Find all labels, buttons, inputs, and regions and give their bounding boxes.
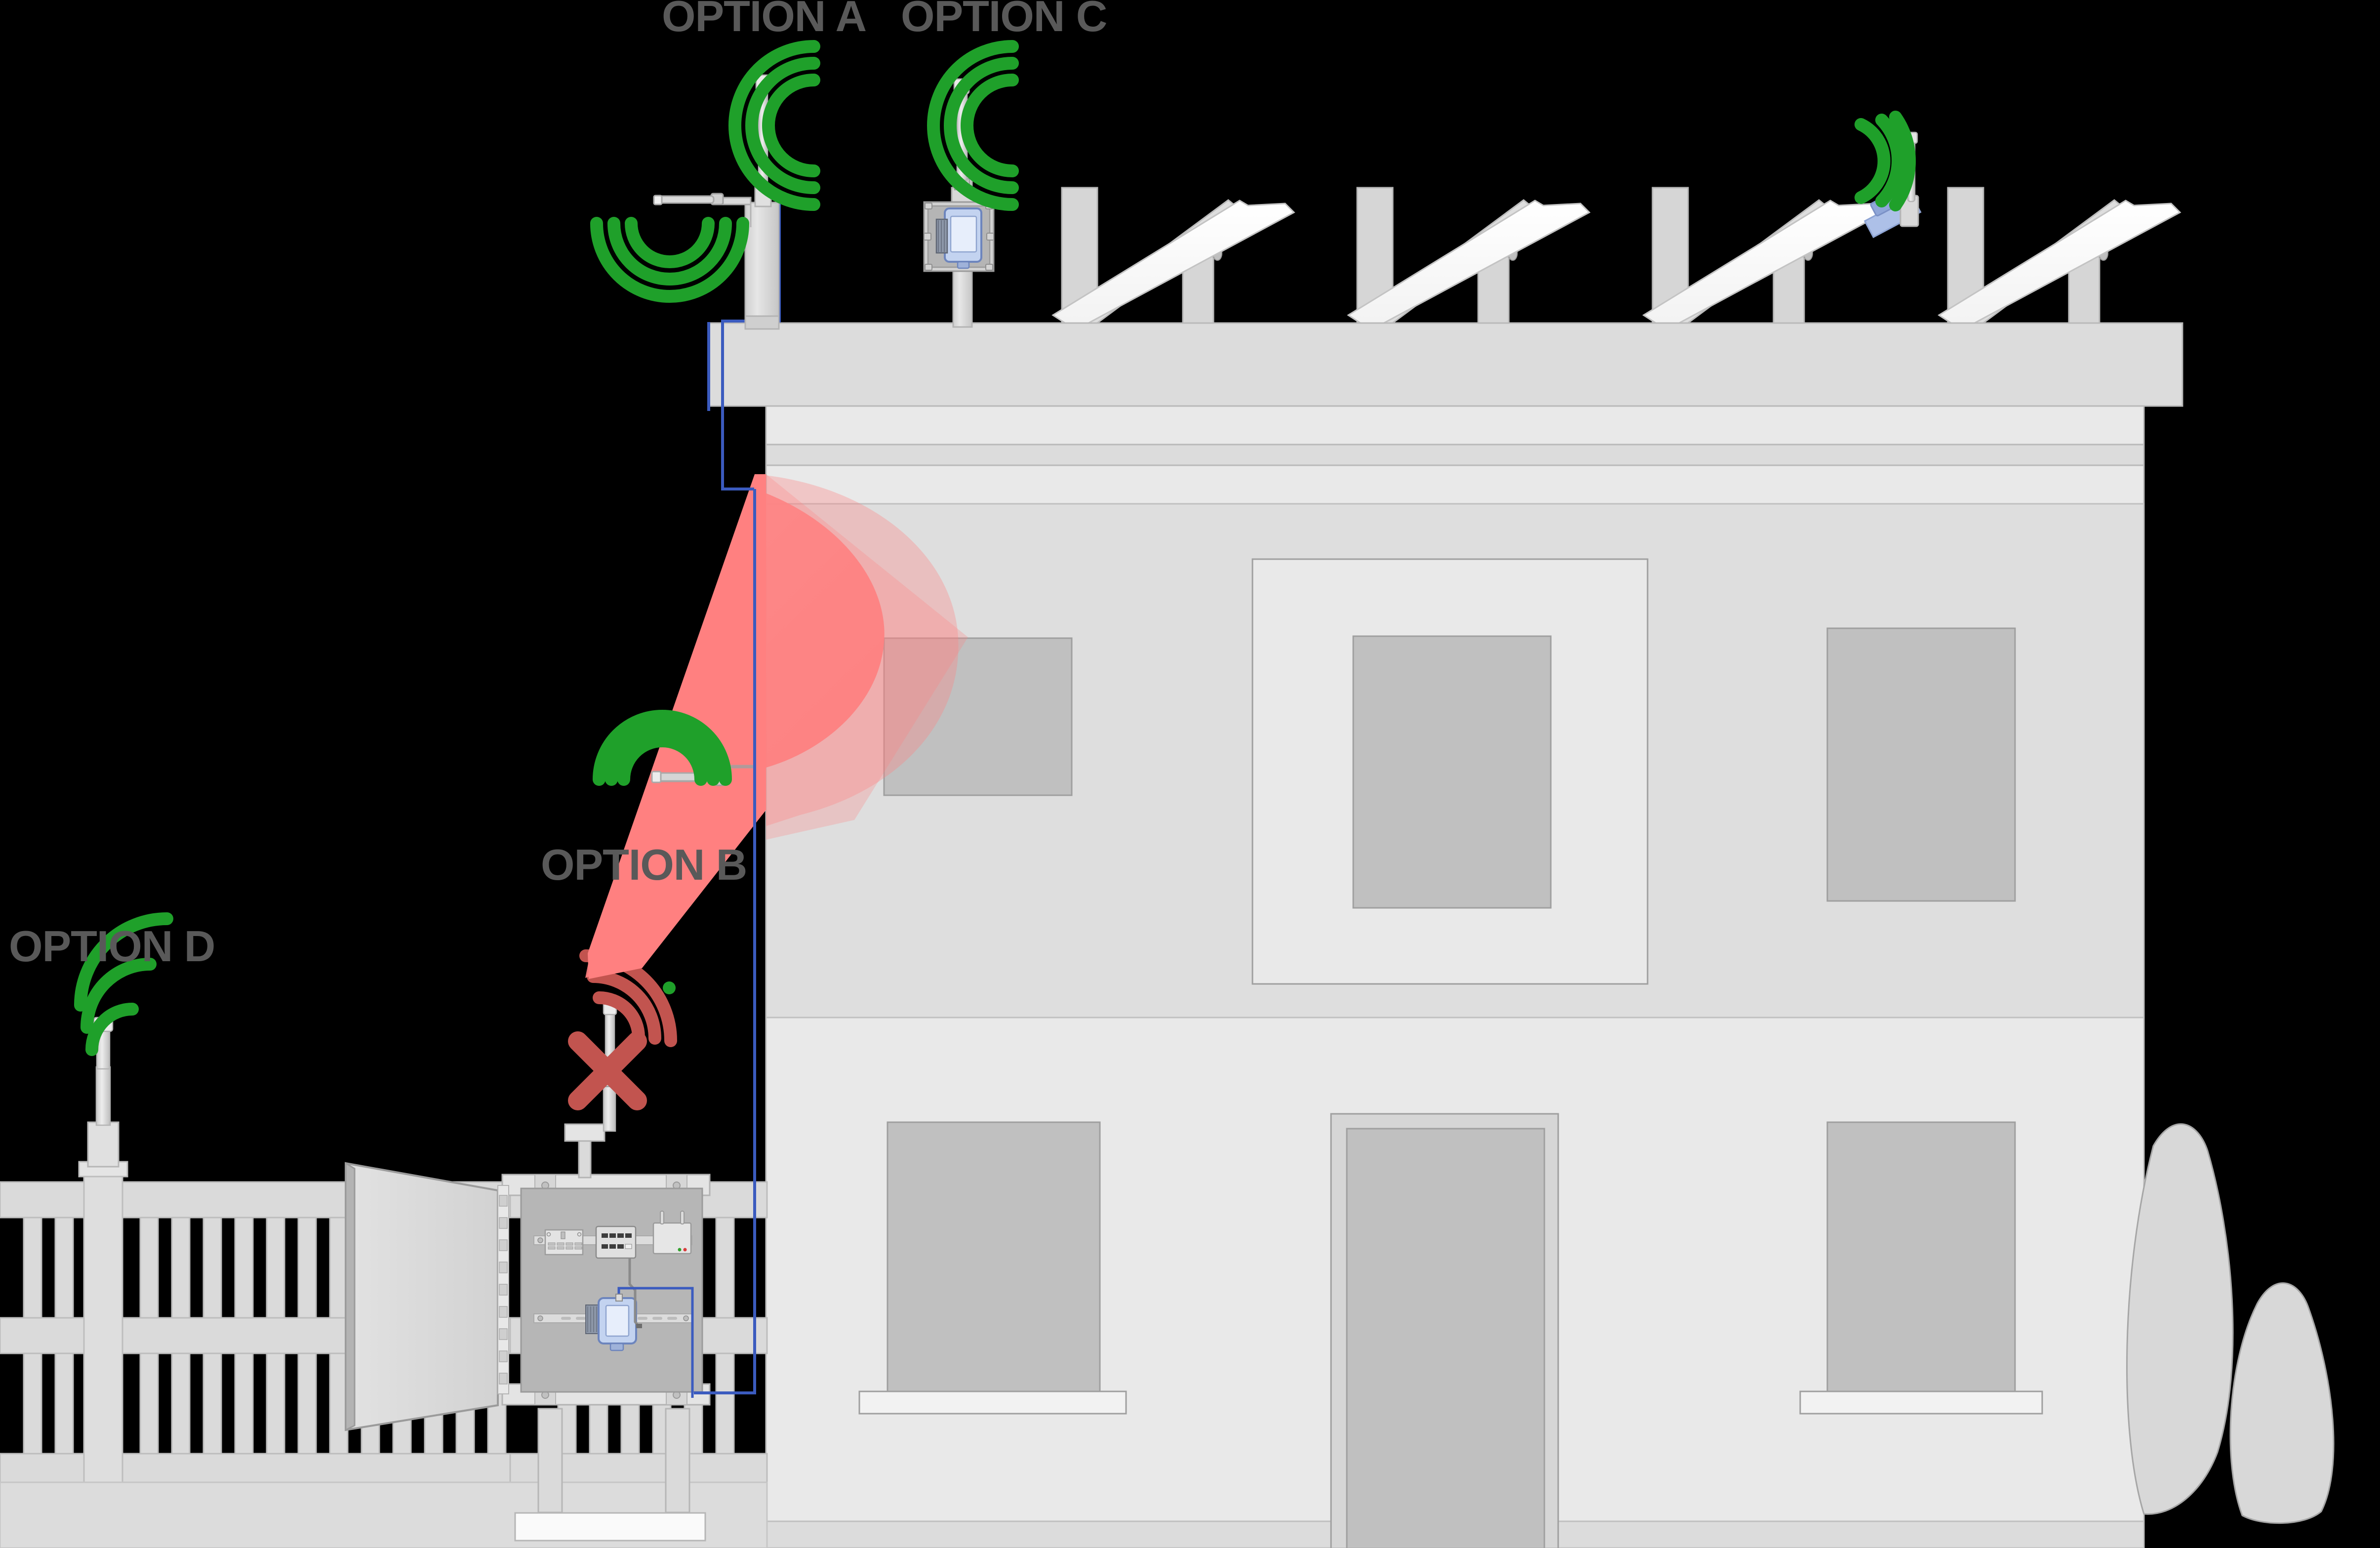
cabinet-door xyxy=(345,1162,499,1431)
upper-windows xyxy=(883,558,2016,985)
label-option-c: OPTION C xyxy=(901,0,1107,41)
cornice-bands xyxy=(765,405,2145,505)
cabinet-backplate xyxy=(520,1187,703,1393)
window-glass xyxy=(1826,1121,2016,1392)
lower-openings xyxy=(858,1113,2043,1548)
window-glass xyxy=(887,1121,1101,1392)
solar-panel xyxy=(1347,187,1591,341)
signal-waves-solar-node xyxy=(1855,111,1916,211)
signal-waves-option-a xyxy=(663,40,820,994)
bush-large xyxy=(2126,1123,2234,1515)
wireless-router xyxy=(652,1211,692,1255)
bushes xyxy=(2126,1123,2335,1524)
door-leaf xyxy=(1346,1128,1545,1548)
signal-waves-option-a-side xyxy=(590,217,749,303)
signal-waves-option-b xyxy=(593,710,732,786)
roof-parapet xyxy=(707,322,2183,407)
terminal-block xyxy=(585,1304,600,1334)
roof-enclosure xyxy=(923,201,995,272)
window-sill xyxy=(1799,1390,2043,1415)
window-glass xyxy=(1352,635,1552,909)
bush-small xyxy=(2229,1282,2335,1524)
label-option-b: OPTION B xyxy=(541,840,747,889)
window-sill xyxy=(858,1390,1127,1415)
label-option-d: OPTION D xyxy=(9,922,215,971)
fence-post xyxy=(78,1161,128,1517)
solar-panel-array xyxy=(1051,131,2181,341)
label-option-a: OPTION A xyxy=(662,0,867,41)
solar-panel xyxy=(1642,187,1886,341)
window-glass xyxy=(1826,627,2016,902)
power-supply-module xyxy=(544,1229,584,1256)
ethernet-switch xyxy=(595,1225,637,1259)
solar-panel xyxy=(1051,187,1295,341)
option-a-antenna-assembly xyxy=(653,74,780,330)
cellular-gateway xyxy=(598,1297,637,1351)
window-glass xyxy=(883,637,1073,796)
control-cabinet xyxy=(345,1123,711,1542)
solar-panel xyxy=(1937,187,2181,341)
signal-waves-option-c xyxy=(927,40,1019,211)
signal-waves-option-d xyxy=(74,912,173,1056)
rejected-x-icon xyxy=(568,1031,647,1110)
